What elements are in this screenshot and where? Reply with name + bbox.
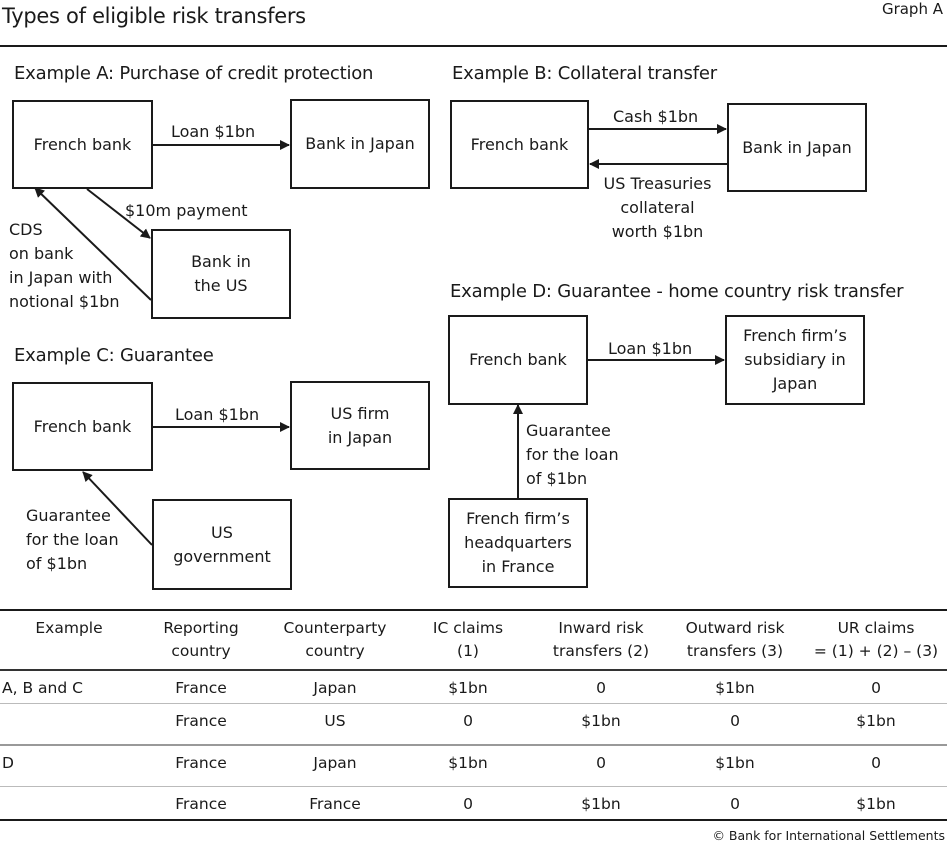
node-a-bank-us: Bank in the US	[151, 229, 291, 319]
edge-c-guarantee-label: Guarantee for the loan of $1bn	[26, 506, 119, 573]
table-cell: France	[175, 754, 227, 772]
arrow-a-cds	[34, 187, 152, 301]
node-b-bank-japan: Bank in Japan	[727, 103, 867, 192]
table-cell: D	[2, 754, 14, 772]
table-cell: 0	[463, 795, 473, 813]
table-cell: $1bn	[856, 795, 896, 813]
table-header-reporting-country: Reporting country	[163, 619, 239, 660]
table-cell: $1bn	[581, 712, 621, 730]
node-d-headquarters: French firm’s headquarters in France	[448, 498, 588, 588]
node-a-bank-japan: Bank in Japan	[290, 99, 430, 189]
edge-d-guarantee-label: Guarantee for the loan of $1bn	[526, 421, 619, 488]
table-cell: $1bn	[448, 754, 488, 772]
arrow-c-guarantee	[82, 471, 153, 546]
edge-b-cash-label: Cash $1bn	[613, 107, 699, 126]
example-d-title: Example D: Guarantee - home country risk…	[450, 281, 904, 302]
edge-a-cds-label: CDS on bank in Japan with notional $1bn	[9, 220, 120, 311]
copyright-footer: © Bank for International Settlements	[712, 828, 945, 843]
table-cell: 0	[730, 712, 740, 730]
table-cell: A, B and C	[2, 679, 83, 697]
table-cell: France	[175, 712, 227, 730]
table-bottom-rule	[0, 819, 947, 821]
arrows-layer	[34, 124, 727, 546]
node-c-us-firm-japan: US firm in Japan	[290, 381, 430, 470]
table-header-outward-risk: Outward risk transfers (3)	[685, 619, 785, 660]
table-cell: Japan	[313, 679, 357, 697]
arrow-a-payment	[86, 188, 151, 239]
table-row-rule	[0, 786, 947, 787]
table-cell: $1bn	[856, 712, 896, 730]
node-d-french-bank: French bank	[448, 315, 588, 405]
table-cell: $1bn	[715, 679, 755, 697]
table-header-ur-claims: UR claims = (1) + (2) – (3)	[813, 619, 939, 660]
table-cell: $1bn	[581, 795, 621, 813]
table-header-rule	[0, 669, 947, 671]
example-b-title: Example B: Collateral transfer	[452, 63, 717, 84]
edge-b-collateral-label: US Treasuries collateral worth $1bn	[603, 174, 712, 241]
table-cell: Japan	[313, 754, 357, 772]
table-cell: 0	[463, 712, 473, 730]
edge-a-payment-label: $10m payment	[125, 201, 248, 220]
edge-a-loan-label: Loan $1bn	[171, 122, 256, 141]
table-cell: 0	[730, 795, 740, 813]
table-cell: 0	[871, 679, 881, 697]
table-cell: US	[324, 712, 346, 730]
table-cell: France	[309, 795, 361, 813]
table-cell: France	[175, 679, 227, 697]
table-header-counterparty-country: Counterparty country	[283, 619, 387, 660]
table-group-rule	[0, 744, 947, 746]
node-c-us-government: US government	[152, 499, 292, 590]
graph-label: Graph A	[881, 0, 943, 18]
table-cell: 0	[596, 679, 606, 697]
node-a-french-bank: French bank	[12, 100, 153, 189]
node-b-french-bank: French bank	[450, 100, 589, 189]
node-c-french-bank: French bank	[12, 382, 153, 471]
example-c-title: Example C: Guarantee	[14, 345, 214, 366]
table-cell: $1bn	[448, 679, 488, 697]
table-cell: 0	[871, 754, 881, 772]
title-rule	[0, 45, 947, 47]
table-header-example: Example	[35, 619, 103, 637]
table-cell: 0	[596, 754, 606, 772]
table-row-rule	[0, 703, 947, 704]
table-header-inward-risk: Inward risk transfers (2)	[552, 619, 650, 660]
example-a-title: Example A: Purchase of credit protection	[14, 63, 374, 84]
node-d-subsidiary: French firm’s subsidiary in Japan	[725, 315, 865, 405]
table-cell: $1bn	[715, 754, 755, 772]
chart-title: Types of eligible risk transfers	[2, 4, 306, 28]
table-header-ic-claims: IC claims (1)	[432, 619, 504, 660]
table-top-rule	[0, 609, 947, 611]
table-cell: France	[175, 795, 227, 813]
edge-c-loan-label: Loan $1bn	[175, 405, 260, 424]
edge-d-loan-label: Loan $1bn	[608, 339, 693, 358]
